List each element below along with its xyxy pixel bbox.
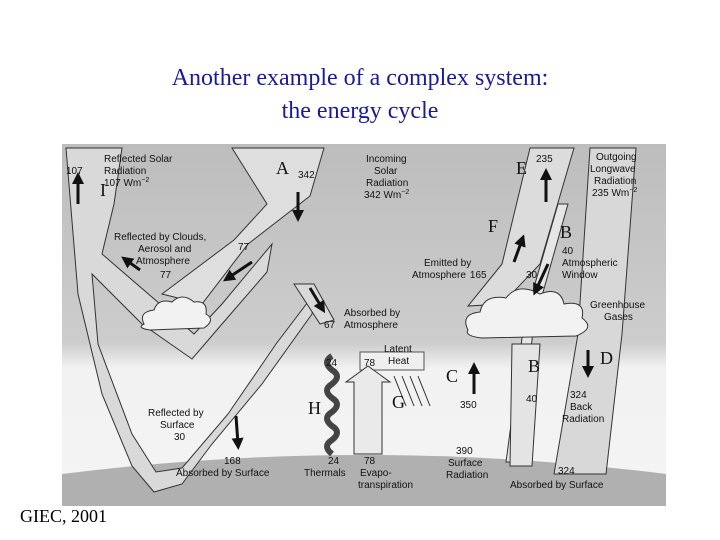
- letter-a: A: [276, 158, 289, 178]
- reflected-solar-value: 107: [66, 166, 83, 177]
- surface-rad-line2: Radiation: [446, 470, 488, 481]
- reflected-solar-line3: 107 Wm−2: [104, 177, 149, 189]
- cloud-right: [465, 288, 589, 339]
- latent-heat-value: 78: [364, 358, 376, 369]
- latent-heat-box: [359, 351, 425, 371]
- evapotranspiration-arrow: [344, 365, 392, 455]
- source-credit: GIEC, 2001: [20, 506, 107, 526]
- incoming-solar-line2: Solar: [374, 166, 398, 177]
- evapo-value: 78: [364, 456, 376, 467]
- letter-h: H: [308, 398, 321, 418]
- cloud-left: [140, 296, 211, 331]
- greenhouse-line2: Gases: [604, 312, 633, 323]
- reflected-solar-line2: Radiation: [104, 166, 146, 177]
- emitted-atm-line2: Atmosphere 165: [412, 270, 487, 281]
- emitted-atm-line1: Emitted by: [424, 258, 471, 269]
- emitted-atm-label: Atmosphere: [412, 270, 466, 281]
- letter-i: I: [100, 180, 106, 200]
- outgoing-lw-unit: 235 Wm: [592, 188, 629, 199]
- latent-heat-line2: Heat: [388, 356, 409, 367]
- absorbed-atm-line1: Absorbed by: [344, 308, 400, 319]
- letter-g: G: [392, 392, 405, 412]
- latent-heat-line1: Latent: [384, 344, 412, 355]
- reflected-surface-value: 30: [174, 432, 186, 443]
- earth-surface: [62, 455, 666, 506]
- reflected-clouds-value-b: 77: [160, 270, 172, 281]
- absorbed-surface-right-label: Absorbed by Surface: [510, 480, 604, 491]
- outgoing-lw-line3: Radiation: [594, 176, 636, 187]
- incoming-solar-unit: 342 Wm: [364, 190, 401, 201]
- evapo-line2: transpiration: [358, 480, 413, 491]
- surface-rad-line1: Surface: [448, 458, 483, 469]
- outgoing-lw-line1: Outgoing: [596, 152, 637, 163]
- letter-f: F: [488, 216, 498, 236]
- incoming-solar-line1: Incoming: [366, 154, 407, 165]
- letter-e: E: [516, 158, 527, 178]
- outgoing-lw-exp: −2: [629, 187, 637, 194]
- surface-radiation-bar: [509, 343, 541, 467]
- absorbed-surface-left-label: Absorbed by Surface: [176, 468, 270, 479]
- incoming-solar-exp: −2: [401, 189, 409, 196]
- reflected-clouds-line3: Atmosphere: [136, 256, 190, 267]
- surface-rad-value-a: 350: [460, 400, 477, 411]
- greenhouse-line1: Greenhouse: [590, 300, 645, 311]
- reflected-solar-exp: −2: [141, 177, 149, 184]
- back-rad-line1: Back: [570, 402, 593, 413]
- thermals-wave: [324, 353, 340, 457]
- reflected-solar-unit: 107 Wm: [104, 178, 141, 189]
- absorbed-surface-left-value: 168: [224, 456, 241, 467]
- absorbed-surface-right-value: 324: [558, 466, 575, 477]
- absorbed-atm-value: 67: [324, 320, 336, 331]
- rain-lines: [393, 375, 431, 407]
- thermals-label: Thermals: [304, 468, 346, 479]
- thermals-value-top: 24: [326, 358, 338, 369]
- title-line-1: Another example of a complex system:: [171, 65, 549, 91]
- reflected-surface-line2: Surface: [160, 420, 195, 431]
- surface-rad-value-b: 390: [456, 446, 473, 457]
- absorbed-atm-line2: Atmosphere: [344, 320, 398, 331]
- atm-window-value-top: 40: [562, 246, 574, 257]
- back-rad-value: 324: [570, 390, 587, 401]
- incoming-solar-line4: 342 Wm−2: [364, 189, 409, 201]
- thermals-value-bottom: 24: [328, 456, 340, 467]
- outgoing-lw-line4: 235 Wm−2: [592, 187, 637, 199]
- surface-rad-value-window: 40: [526, 394, 538, 405]
- back-rad-line2: Radiation: [562, 414, 604, 425]
- reflected-clouds-line2: Aerosol and: [138, 244, 191, 255]
- atm-window-value-mid: 30: [526, 270, 538, 281]
- evapo-line1: Evapo-: [360, 468, 392, 479]
- title-line-2: the energy cycle: [281, 98, 439, 124]
- outgoing-lw-line2: Longwave: [590, 164, 636, 175]
- flow-arrows: [72, 168, 594, 450]
- incoming-solar-value: 342: [298, 170, 315, 181]
- reflected-clouds-line1: Reflected by Clouds,: [114, 232, 206, 243]
- atm-window-line2: Window: [562, 270, 598, 281]
- letter-d: D: [600, 348, 613, 368]
- letter-c: C: [446, 366, 458, 386]
- atm-window-line1: Atmospheric: [562, 258, 618, 269]
- emitted-atm-value: 165: [470, 270, 487, 281]
- letter-b-lower: B: [528, 356, 540, 376]
- incoming-solar-line3: Radiation: [366, 178, 408, 189]
- outgoing-lw-value: 235: [536, 154, 553, 165]
- energy-cycle-diagram: 107 Reflected Solar Radiation 107 Wm−2 I…: [62, 144, 666, 506]
- letter-b: B: [560, 222, 572, 242]
- reflected-clouds-value-a: 77: [238, 242, 250, 253]
- reflected-surface-line1: Reflected by: [148, 408, 204, 419]
- reflected-solar-line1: Reflected Solar: [104, 154, 173, 165]
